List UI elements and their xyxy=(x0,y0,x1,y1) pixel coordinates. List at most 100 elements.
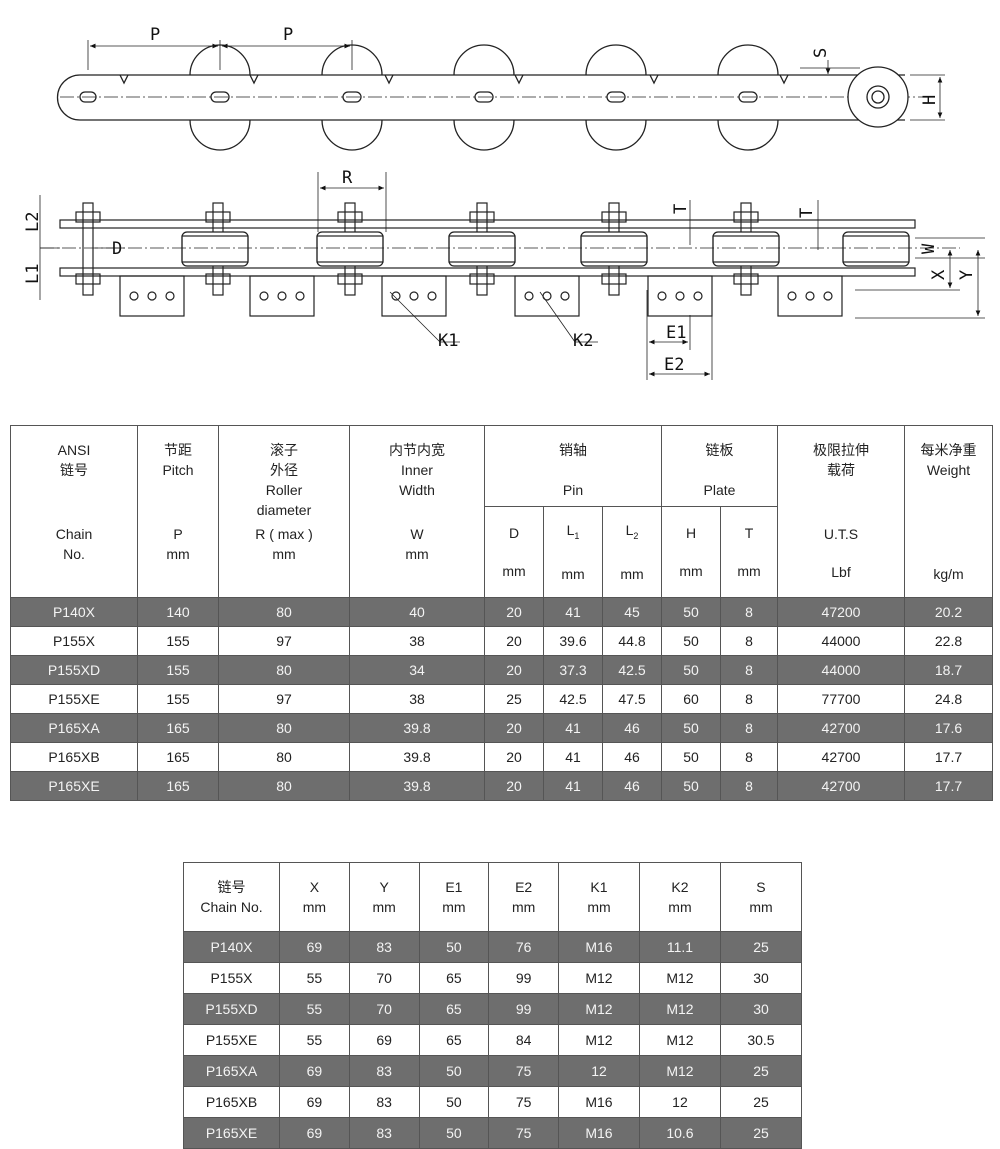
roller-top-arc xyxy=(717,44,779,76)
table-cell: 83 xyxy=(348,1117,420,1149)
table-cell: 20 xyxy=(484,626,544,656)
table-cell: 30.5 xyxy=(719,1024,803,1056)
dim-label-x: X xyxy=(929,269,949,280)
roller xyxy=(448,231,516,267)
table-cell: 39.6 xyxy=(543,626,603,656)
bolt-hole xyxy=(147,291,157,301)
chain-top-view xyxy=(56,40,945,151)
table-cell: 50 xyxy=(661,597,721,627)
bolt-hole xyxy=(277,291,287,301)
bolt-hole xyxy=(560,291,570,301)
table-cell: 10.6 xyxy=(638,1117,721,1149)
chain-side-view xyxy=(39,172,985,380)
table-cell: 50 xyxy=(418,1117,490,1149)
col-group-pin: 销轴 Pin xyxy=(484,425,662,507)
table-cell: 83 xyxy=(348,1086,420,1118)
table-cell: 17.6 xyxy=(904,713,993,743)
table-cell: 60 xyxy=(661,684,721,714)
table-cell: 20 xyxy=(484,655,544,685)
dim-label-e1: E1 xyxy=(666,323,686,343)
table-cell: 46 xyxy=(602,742,662,772)
bolt-hole xyxy=(409,291,419,301)
table-cell: 80 xyxy=(218,597,350,627)
roller xyxy=(316,231,384,267)
dim-label-l1: L1 xyxy=(23,264,43,284)
table-cell: 50 xyxy=(661,626,721,656)
table-cell: M12 xyxy=(638,1055,721,1087)
table-cell: 50 xyxy=(418,1086,490,1118)
table-cell: 50 xyxy=(661,655,721,685)
table-cell: 46 xyxy=(602,771,662,801)
attachment-bracket xyxy=(249,275,315,317)
table-cell: 69 xyxy=(279,1055,350,1087)
plate-notch xyxy=(649,74,659,85)
table-cell: 25 xyxy=(719,931,803,963)
pin-head xyxy=(75,273,101,285)
table-cell: 83 xyxy=(348,931,420,963)
table-cell: 99 xyxy=(488,993,559,1025)
table-cell: 80 xyxy=(218,713,350,743)
table-cell: 75 xyxy=(488,1117,559,1149)
table-cell: 80 xyxy=(218,771,350,801)
table-cell: 8 xyxy=(720,655,778,685)
roller-bottom-arc xyxy=(717,119,779,151)
chain-no-cell: P155XE xyxy=(10,684,138,714)
table-cell: 34 xyxy=(349,655,485,685)
col-roller-diameter: 滚子 外径 Roller diameter R ( max ) mm xyxy=(218,425,350,598)
pin-head xyxy=(337,273,363,285)
table-cell: 8 xyxy=(720,597,778,627)
col-pin-d: D mm xyxy=(484,506,544,598)
table-cell: 20 xyxy=(484,771,544,801)
table-cell: 65 xyxy=(418,962,490,994)
chain-no-cell: P155XD xyxy=(10,655,138,685)
table-cell: 40 xyxy=(349,597,485,627)
plate-notch xyxy=(249,74,259,85)
table-cell: 25 xyxy=(719,1117,803,1149)
table-cell: 22.8 xyxy=(904,626,993,656)
pin-head xyxy=(733,273,759,285)
table-cell: 97 xyxy=(218,684,350,714)
table-cell: 55 xyxy=(279,993,350,1025)
table-cell: M16 xyxy=(558,1086,640,1118)
table-cell: 44000 xyxy=(777,626,905,656)
table-cell: 69 xyxy=(279,1117,350,1149)
table-cell: M12 xyxy=(638,962,721,994)
dim-label-p2: P xyxy=(283,25,293,45)
chain-no-cell: P140X xyxy=(183,931,280,963)
table-cell: 165 xyxy=(137,771,219,801)
bolt-hole xyxy=(295,291,305,301)
chain-no-cell: P165XA xyxy=(10,713,138,743)
table-cell: 84 xyxy=(488,1024,559,1056)
table-cell: 30 xyxy=(719,962,803,994)
col-weight: 每米净重 Weight kg/m xyxy=(904,425,993,598)
roller-band xyxy=(448,235,516,263)
chain-no-cell: P165XB xyxy=(183,1086,280,1118)
col-group-plate: 链板 Plate xyxy=(661,425,778,507)
chain-no-cell: P165XA xyxy=(183,1055,280,1087)
table-cell: 12 xyxy=(558,1055,640,1087)
table-cell: 38 xyxy=(349,626,485,656)
bolt-hole xyxy=(805,291,815,301)
bolt-hole xyxy=(693,291,703,301)
table-cell: M12 xyxy=(638,993,721,1025)
table-cell: 75 xyxy=(488,1086,559,1118)
table-cell: 55 xyxy=(279,1024,350,1056)
table-cell: 42700 xyxy=(777,742,905,772)
pin-head xyxy=(469,211,495,223)
roller-top-arc xyxy=(585,44,647,76)
roller xyxy=(580,231,648,267)
bolt-hole xyxy=(391,291,401,301)
table-cell: M12 xyxy=(638,1024,721,1056)
chain-no-cell: P155X xyxy=(10,626,138,656)
bolt-hole xyxy=(524,291,534,301)
table-cell: 155 xyxy=(137,655,219,685)
table-cell: 8 xyxy=(720,684,778,714)
table-cell: 80 xyxy=(218,655,350,685)
dim-label-l2: L2 xyxy=(23,212,43,232)
